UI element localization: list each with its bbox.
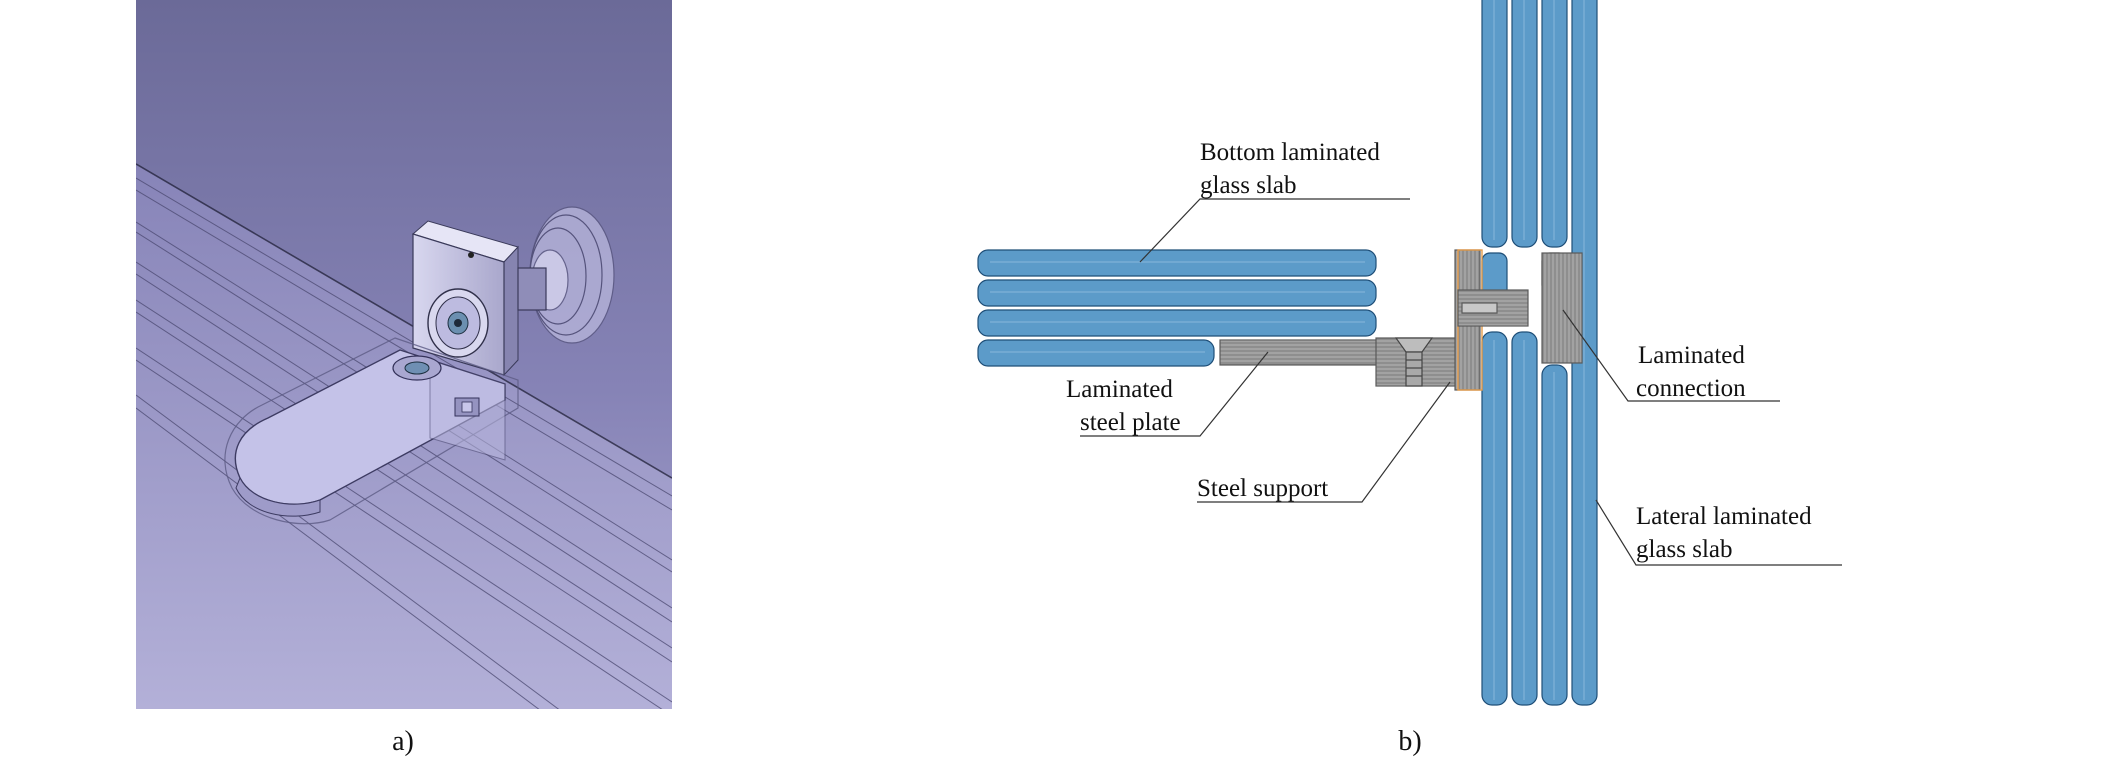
cad-steel-bracket [411,220,519,377]
label-steel-plate-1: Laminated [1066,376,1173,403]
leader-lines [1080,198,1842,566]
label-lateral-slab-2: glass slab [1636,536,1733,563]
label-steel-support: Steel support [1197,475,1328,502]
label-bottom-slab-2: glass slab [1200,172,1297,199]
laminated-steel-plate [1219,339,1397,366]
panel-a-cad-render [136,0,672,709]
label-bottom-slab-1: Bottom laminated [1200,139,1380,166]
panel-a-caption: a) [392,726,414,757]
cad-steel-tongue [224,337,519,525]
labels: Bottom laminated glass slab Laminated st… [1066,139,1812,563]
lateral-glass-hatching [1493,0,1585,700]
countersunk-screw [1394,337,1434,387]
lateral-glass-slab [1481,0,1598,706]
cad-slab-lines [136,163,672,709]
bottom-glass-slab [977,249,1377,367]
bottom-glass-hatching [990,261,1365,353]
label-connection-2: connection [1636,375,1746,402]
cad-round-pad [517,206,615,344]
label-lateral-slab-1: Lateral laminated [1636,503,1812,530]
panel-b-caption: b) [1398,726,1421,757]
label-steel-plate-2: steel plate [1080,409,1181,436]
panel-b-section-drawing: Bottom laminated glass slab Laminated st… [977,0,1842,706]
label-connection-1: Laminated [1638,342,1745,369]
